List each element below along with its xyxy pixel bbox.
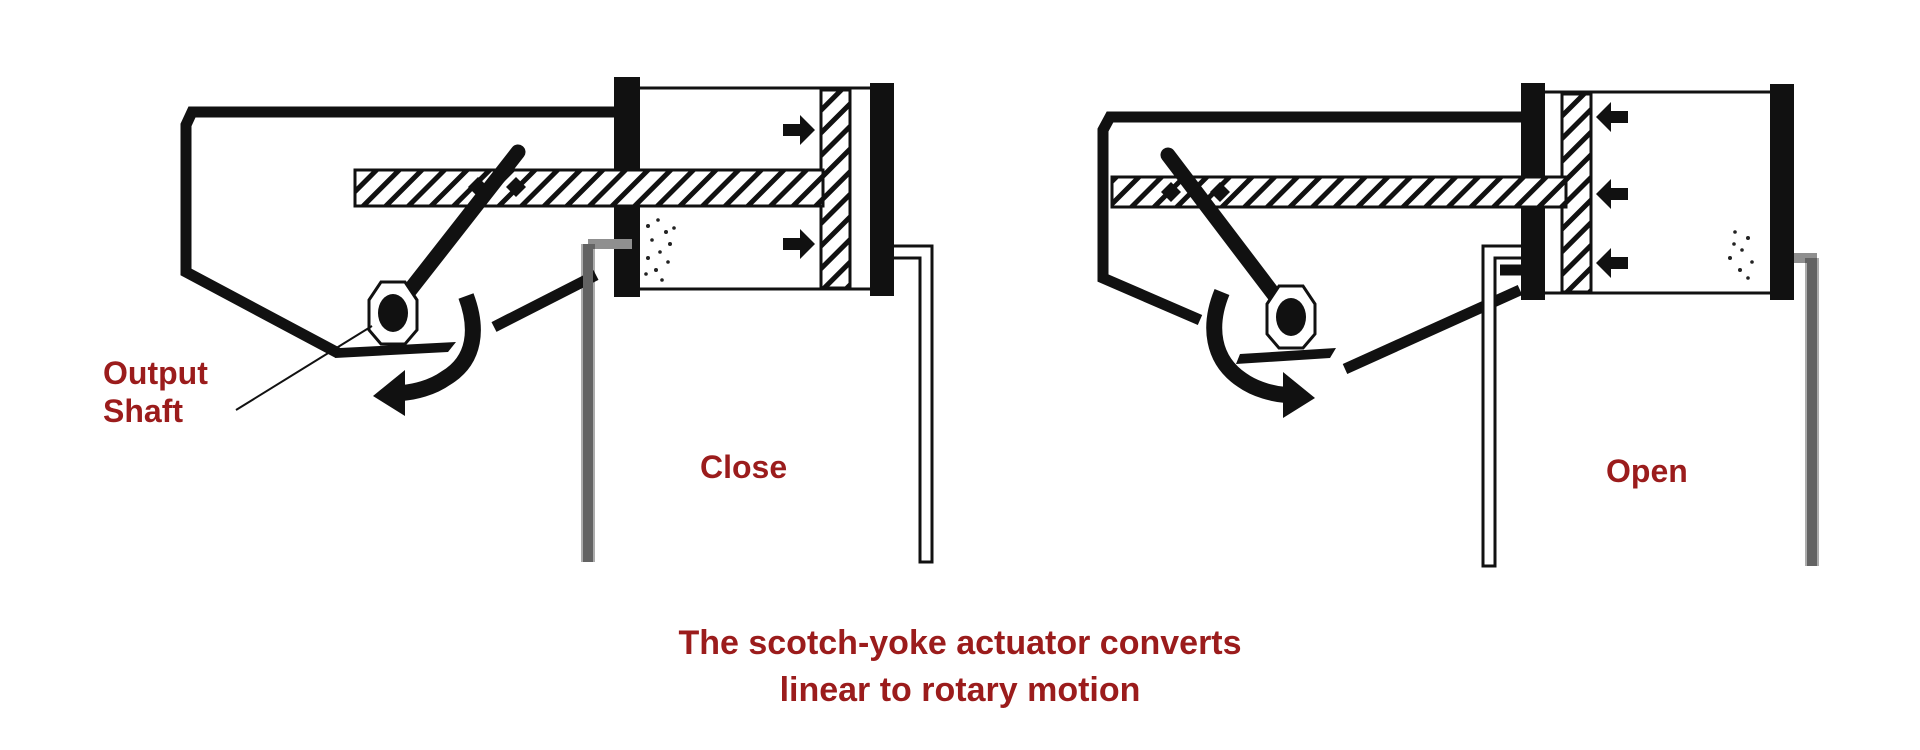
actuator-housing [180, 106, 625, 358]
piston-rod [353, 168, 825, 208]
output-shaft-label-line1: Output [103, 355, 208, 391]
crank-arm [1160, 147, 1299, 325]
crank-arm [384, 144, 526, 321]
exhaust-pipe [894, 244, 934, 564]
open-panel [1097, 83, 1819, 568]
close-label: Close [700, 449, 788, 485]
close-panel [180, 77, 934, 564]
output-shaft-label-line2: Shaft [103, 393, 183, 430]
output-shaft-label: Output Shaft [103, 354, 208, 431]
caption-line2: linear to rotary motion [779, 671, 1141, 709]
output-shaft-leader [235, 325, 373, 411]
pressure-arrows [783, 115, 815, 259]
pressure-arrows [1596, 102, 1628, 278]
open-label: Open [1606, 453, 1688, 489]
exhaust-pipe [1481, 244, 1521, 568]
actuator-housing [1097, 111, 1535, 326]
caption: The scotch-yoke actuator converts linear… [0, 620, 1920, 714]
rotation-arrow-ccw [373, 293, 481, 416]
air-particles [1728, 230, 1754, 280]
rotation-arrow-cw [1206, 288, 1315, 418]
caption-line1: The scotch-yoke actuator converts [678, 624, 1242, 662]
output-shaft [367, 280, 419, 346]
piston [819, 88, 852, 290]
air-particles [644, 218, 676, 282]
output-shaft [1265, 284, 1317, 350]
air-pipe [1794, 253, 1817, 566]
